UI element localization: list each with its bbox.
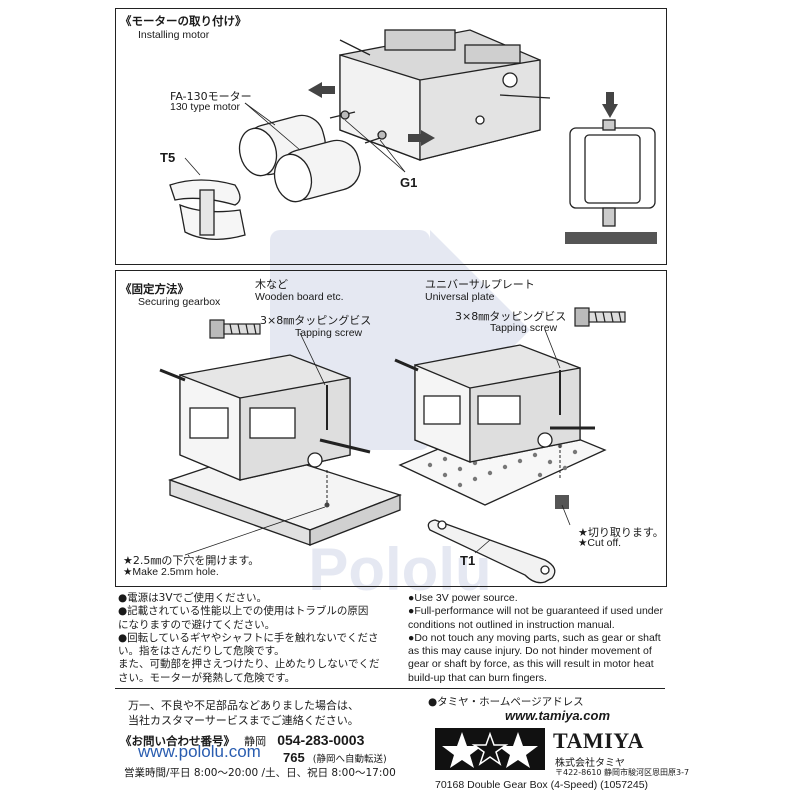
cut-note-jp: ★切り取ります。 bbox=[578, 526, 664, 539]
part-label-g1: G1 bbox=[400, 175, 418, 190]
screw-right-label-jp: 3×8㎜タッピングビス bbox=[455, 310, 567, 323]
warning-en-line: ●Do not touch any moving parts, such as … bbox=[408, 631, 661, 644]
cut-note-en: ★Cut off. bbox=[578, 537, 622, 549]
support-note-line2: 当社カスタマーサービスまでご連絡ください。 bbox=[128, 714, 359, 727]
warnings-en: ●Use 3V power source. ●Full-performance … bbox=[408, 592, 663, 685]
business-hours: 営業時間/平日 8:00～20:00 /土、日、祝日 8:00～17:00 bbox=[124, 767, 396, 779]
warning-en-line: gear or shaft by force, as this will res… bbox=[408, 658, 654, 671]
homepage-label: ●タミヤ・ホームページアドレス bbox=[428, 696, 584, 708]
warning-en-line: ●Full-performance will not be guaranteed… bbox=[408, 605, 663, 618]
arrow-left-icon bbox=[308, 82, 335, 98]
svg-text:Pololu: Pololu bbox=[308, 536, 491, 603]
contact-label: 《お問い合わせ番号》 bbox=[120, 734, 235, 748]
footer-divider bbox=[115, 688, 665, 689]
contact-fax-note: (静岡へ自動転送) bbox=[312, 754, 387, 765]
warning-jp-line: になりますので避けてください。 bbox=[118, 618, 276, 631]
wood-label-jp: 木など bbox=[255, 278, 288, 291]
part-label-t1: T1 bbox=[460, 553, 476, 568]
plate-label-en: Universal plate bbox=[425, 291, 495, 303]
install-section bbox=[115, 8, 667, 265]
fax-row: 765 (静岡へ自動転送) bbox=[283, 747, 387, 766]
warning-jp-line: ●電源は3Vでご使用ください。 bbox=[118, 592, 268, 604]
arrow-down-icon bbox=[602, 92, 618, 118]
hole-note-en: ★Make 2.5mm hole. bbox=[123, 566, 219, 578]
warning-jp-line: ●記載されている性能以上での使用はトラブルの原因 bbox=[118, 605, 369, 618]
plate-label-jp: ユニバーサルプレート bbox=[425, 278, 535, 291]
support-note-line1: 万一、不良や不足部品などありました場合は、 bbox=[128, 699, 359, 712]
motor-inset bbox=[565, 92, 657, 244]
warnings-jp: ●電源は3Vでご使用ください。 ●記載されている性能以上での使用はトラブルの原因… bbox=[118, 592, 379, 685]
arrow-right-icon bbox=[408, 130, 435, 146]
warning-en-line: as this may cause injury. Do not hinder … bbox=[408, 645, 652, 658]
install-title-jp: 《モーターの取り付け》 bbox=[120, 14, 247, 28]
hole-note-jp: ★2.5㎜の下穴を開けます。 bbox=[123, 554, 260, 567]
motor-label-en: 130 type motor bbox=[170, 101, 241, 113]
screw-right-label-en: Tapping screw bbox=[490, 322, 558, 334]
product-code: 70168 Double Gear Box (4-Speed) (1057245… bbox=[435, 779, 649, 791]
contact-city: 静岡 bbox=[244, 735, 267, 748]
company-name-jp: 株式会社タミヤ bbox=[555, 758, 625, 769]
company-address: 〒422-8610 静岡市駿河区恩田原3-7 bbox=[555, 768, 690, 777]
contact-fax-tail: 765 bbox=[283, 750, 305, 765]
tamiya-logo bbox=[435, 728, 545, 770]
warning-en-line: build-up that can burn fingers. bbox=[408, 671, 547, 684]
gearbox-right bbox=[394, 344, 595, 463]
secure-section bbox=[115, 270, 667, 587]
secure-title-en: Securing gearbox bbox=[138, 296, 221, 308]
tamiya-brand: TAMIYA bbox=[553, 728, 645, 753]
wood-label-en: Wooden board etc. bbox=[255, 291, 344, 303]
warning-jp-line: さい。モーターが発熱して危険です。 bbox=[118, 671, 296, 684]
pololu-url: www.pololu.com bbox=[138, 742, 261, 761]
screw-left-label-en: Tapping screw bbox=[295, 327, 363, 339]
secure-title-jp: 《固定方法》 bbox=[120, 282, 189, 296]
part-label-t5: T5 bbox=[160, 150, 176, 165]
warning-en-line: conditions not outlined in instruction m… bbox=[408, 618, 615, 631]
homepage-link[interactable]: www.tamiya.com bbox=[505, 708, 610, 723]
contact-phone: 054-283-0003 bbox=[277, 732, 365, 748]
tamiya-stars-icon bbox=[435, 728, 545, 770]
warning-jp-line: また、可動部を押さえつけたり、止めたりしないでくだ bbox=[118, 658, 380, 671]
screw-left-label-jp: 3×8㎜タッピングビス bbox=[260, 314, 372, 327]
motor-label-jp: FA-130モーター bbox=[170, 90, 252, 103]
install-title-en: Installing motor bbox=[138, 29, 210, 41]
warning-en-line: ●Use 3V power source. bbox=[408, 592, 518, 604]
contact-row: 《お問い合わせ番号》 静岡 054-283-0003 bbox=[120, 730, 364, 749]
gearbox-left bbox=[159, 354, 371, 481]
t1-bracket bbox=[427, 519, 556, 584]
warning-jp-line: い。指をはさんだりして危険です。 bbox=[118, 645, 285, 658]
warning-jp-line: ●回転しているギヤやシャフトに手を触れないでくださ bbox=[118, 631, 379, 644]
